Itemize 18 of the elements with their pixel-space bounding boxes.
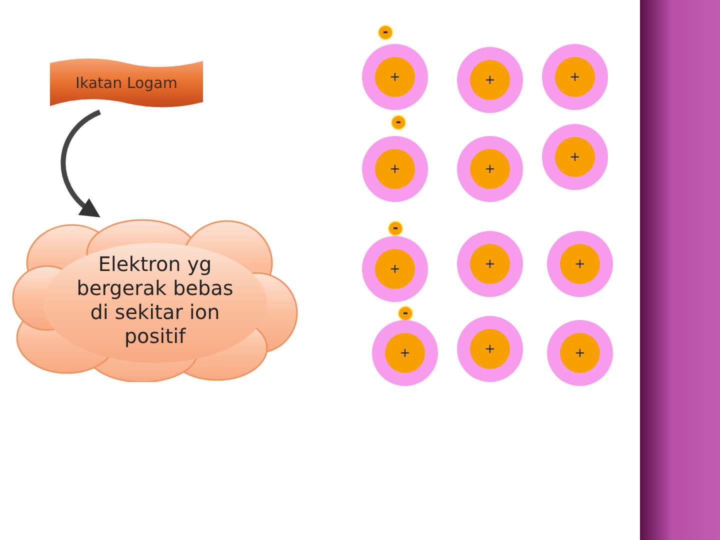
positive-ion: + <box>542 44 608 110</box>
positive-ion: + <box>372 320 438 386</box>
positive-ion: + <box>542 124 608 190</box>
positive-ion: + <box>362 44 428 110</box>
positive-ion: + <box>457 316 523 382</box>
positive-ion: + <box>457 136 523 202</box>
positive-ion: + <box>547 320 613 386</box>
positive-ion: + <box>457 47 523 113</box>
electron: - <box>391 115 406 130</box>
positive-ion: + <box>547 231 613 297</box>
electron: - <box>398 306 413 321</box>
curved-arrow <box>60 110 102 218</box>
positive-ion: + <box>457 231 523 297</box>
positive-ion: + <box>362 236 428 302</box>
title-banner: Ikatan Logam <box>50 58 203 108</box>
positive-ion: + <box>362 136 428 202</box>
electron: - <box>388 221 403 236</box>
electron: - <box>378 25 393 40</box>
